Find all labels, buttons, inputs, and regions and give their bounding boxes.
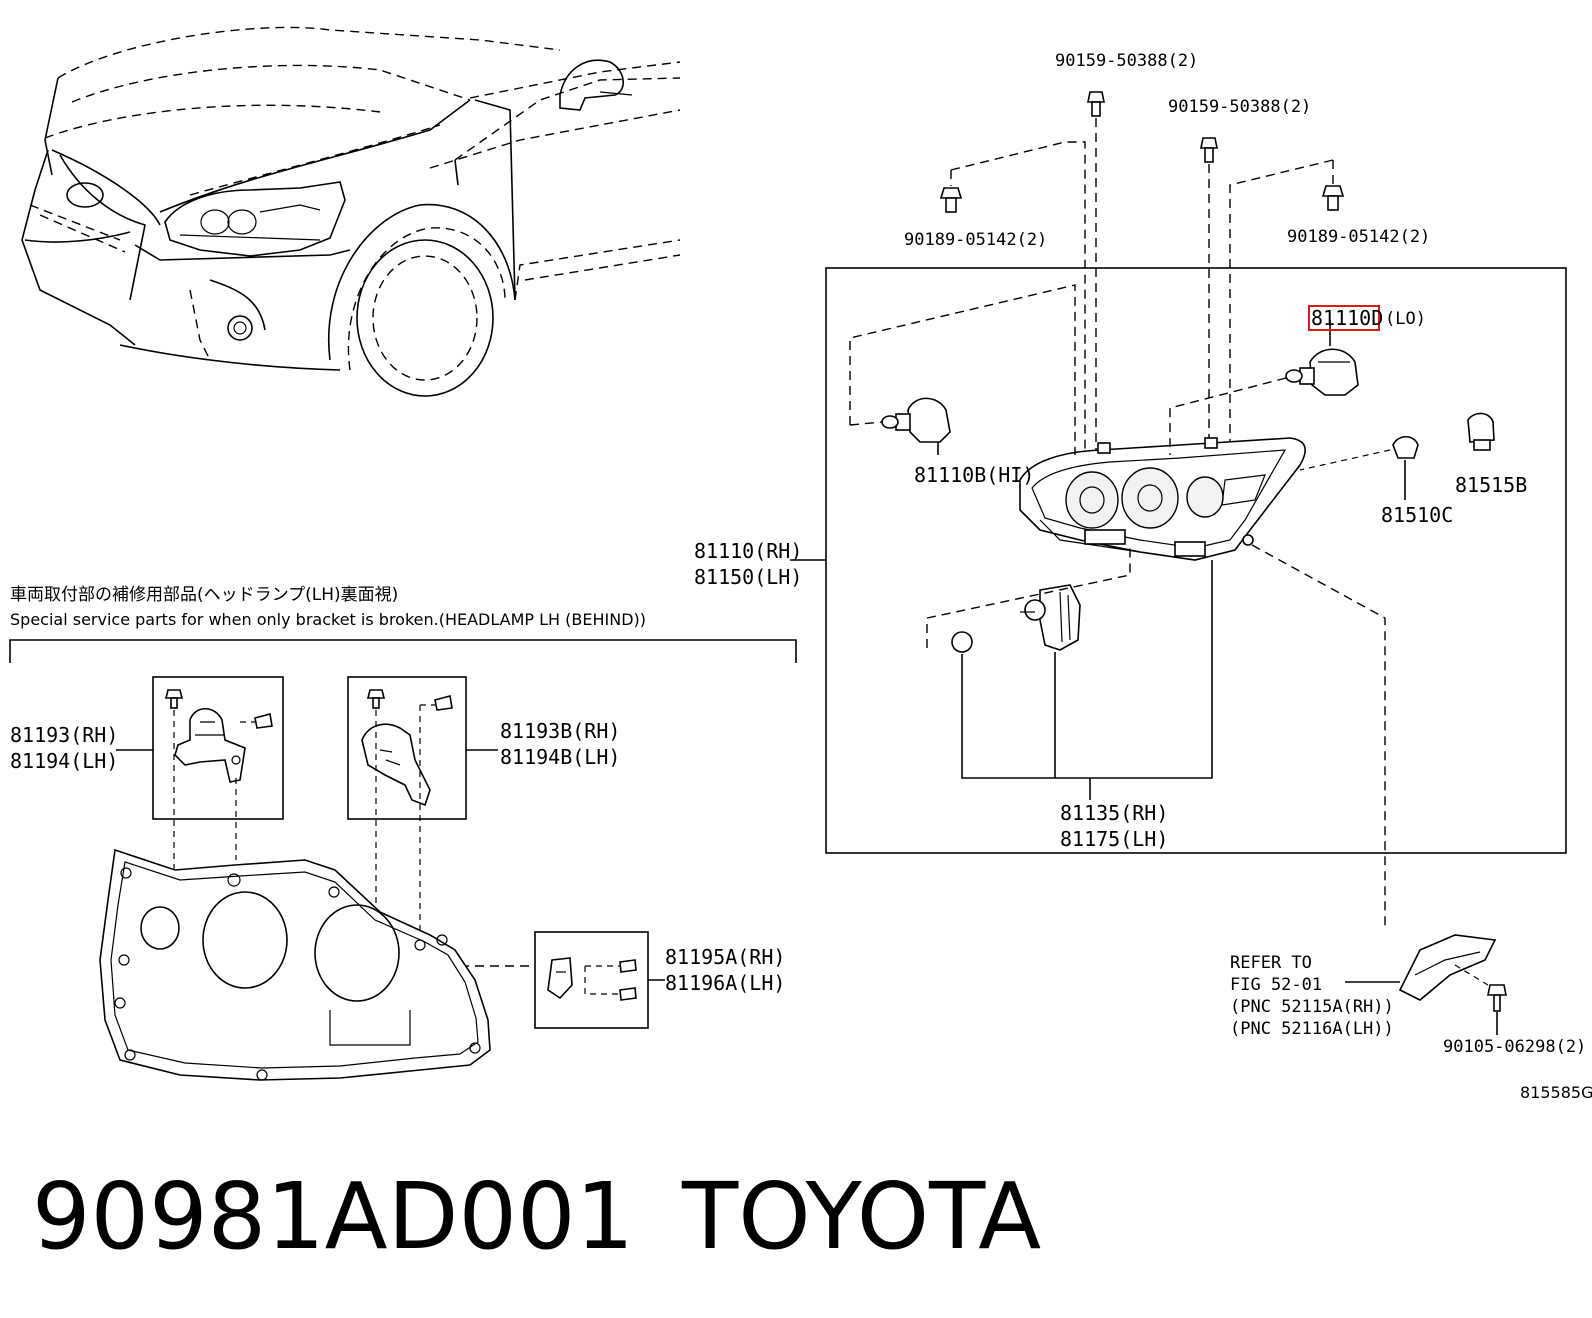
callout-headlamp-lh: 81150(LH) [694, 565, 802, 589]
top-bolt-1 [1087, 91, 1105, 455]
nut-right [1229, 159, 1345, 455]
caption-part-number: 90981AD001 [32, 1163, 634, 1270]
refer-line-3: (PNC 52115A(RH)) [1230, 997, 1394, 1017]
service-parts-bracket-line [9, 639, 797, 663]
bulb-lo [1169, 320, 1359, 455]
socket-side [1467, 412, 1495, 451]
bracket-b-box [347, 676, 498, 940]
callout-bracket-a-lh: 81194(LH) [10, 749, 118, 773]
refer-line-2: FIG 52-01 [1230, 975, 1322, 995]
headlamp-rear-housing [99, 848, 491, 1081]
highlight-bulb-lo [1308, 305, 1380, 331]
callout-bracket-c-rh: 81195A(RH) [665, 945, 785, 969]
callout-screw-bottom: 90105-06298(2) [1443, 1037, 1586, 1057]
callout-bolt-top-1: 90159-50388(2) [1055, 51, 1198, 71]
callout-bracket-b-lh: 81194B(LH) [500, 745, 620, 769]
callout-nut-left: 90189-05142(2) [904, 230, 1047, 250]
bracket-c-box [430, 931, 665, 1029]
callout-bracket-b-rh: 81193B(RH) [500, 719, 620, 743]
refer-line-1: REFER TO [1230, 953, 1312, 973]
callout-leveling-rh: 81135(RH) [1060, 801, 1168, 825]
callout-headlamp-rh: 81110(RH) [694, 539, 802, 563]
headlamp-body [1019, 437, 1306, 561]
service-note-en: Special service parts for when only brac… [10, 610, 646, 629]
callout-leveling-lh: 81175(LH) [1060, 827, 1168, 851]
bulb-hi [849, 284, 1076, 455]
side-bracket-refer [1251, 544, 1507, 1035]
refer-line-4: (PNC 52116A(LH)) [1230, 1019, 1394, 1039]
callout-socket-side: 81515B [1455, 473, 1527, 497]
callout-bolt-top-2: 90159-50388(2) [1168, 97, 1311, 117]
callout-bulb-lo-code: 81110D [1311, 306, 1383, 330]
bracket-a-box [116, 676, 284, 870]
nut-left [939, 141, 1086, 455]
callout-nut-right: 90189-05142(2) [1287, 227, 1430, 247]
figure-code: 815585G [1520, 1083, 1592, 1102]
leveling-motor [926, 548, 1213, 800]
top-bolt-2 [1200, 137, 1218, 450]
callout-bracket-a-rh: 81193(RH) [10, 723, 118, 747]
bulb-side [1299, 435, 1419, 500]
callout-bulb-hi: 81110B(HI) [914, 463, 1034, 487]
caption-brand: TOYOTA [681, 1163, 1041, 1270]
headlamp-assembly-frame [790, 267, 1567, 854]
callout-bulb-lo-suffix: (LO) [1385, 309, 1426, 329]
car-front-illustration [21, 26, 681, 397]
callout-bracket-c-lh: 81196A(LH) [665, 971, 785, 995]
callout-bulb-side: 81510C [1381, 503, 1453, 527]
service-note-jp: 車両取付部の補修用部品(ヘッドランプ(LH)裏面視) [10, 584, 398, 605]
